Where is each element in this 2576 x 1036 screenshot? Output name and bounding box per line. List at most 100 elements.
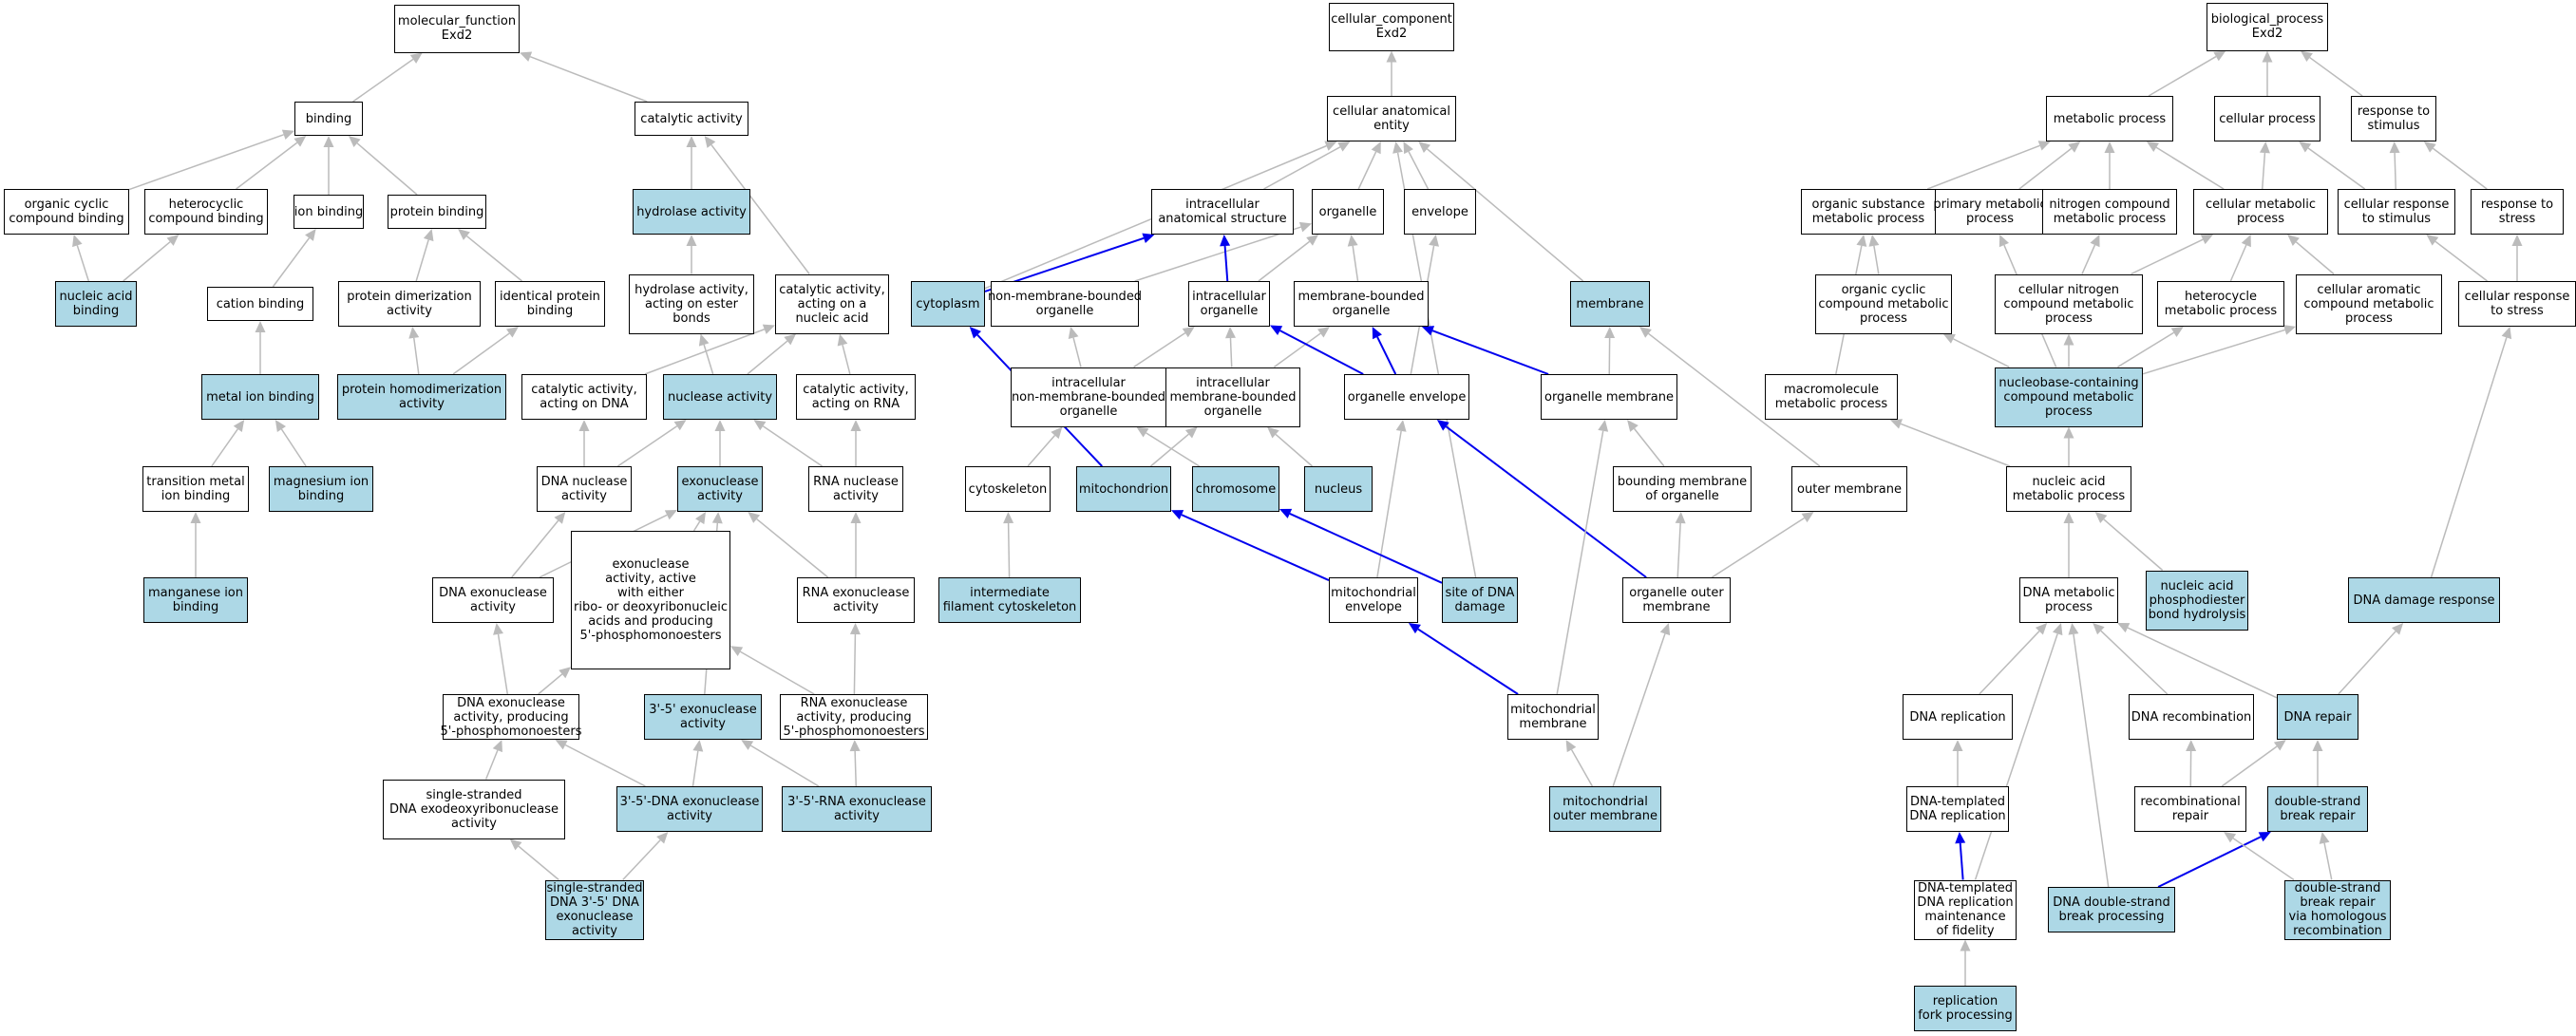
edge-mitomem-to-omem: [1556, 420, 1609, 695]
edge-arrowhead: [2186, 740, 2197, 752]
edge-line: [2127, 627, 2278, 699]
edge-arrowhead: [505, 327, 519, 338]
edge-tmb-to-metalb: [211, 420, 245, 467]
go-term-metproc: metabolic process: [2046, 96, 2173, 141]
edge-line: [2323, 842, 2333, 880]
edge-arrowhead: [1952, 740, 1963, 751]
edge-binding-to-mf: [352, 52, 423, 103]
edge-nbcmp-to-cacmp: [2142, 325, 2296, 375]
edge-rnaexo5p-to-rnaexo: [849, 623, 861, 695]
edge-arrowhead: [2312, 740, 2323, 751]
edge-arrowhead: [2170, 327, 2184, 337]
go-term-mito: mitochondrion: [1076, 466, 1171, 512]
edge-arrowhead: [1942, 333, 1956, 344]
edge-arrowhead: [294, 136, 307, 147]
edge-line: [1376, 430, 1402, 578]
edge-arrowhead: [166, 235, 180, 246]
go-term-namp: nucleic acid metabolic process: [2006, 466, 2131, 512]
edge-arrowhead: [520, 51, 533, 62]
edge-line: [1676, 522, 1681, 578]
edge-line: [1979, 631, 2040, 695]
edge-arrowhead: [849, 623, 861, 635]
edge-arrowhead: [1051, 426, 1063, 440]
edge-arrowhead: [72, 235, 83, 248]
go-term-dnarepair: DNA repair: [2277, 694, 2358, 740]
go-term-exonuc: exonuclease activity: [677, 466, 763, 512]
go-term-ipb: identical protein binding: [495, 281, 605, 327]
edge-line: [497, 633, 509, 695]
edge-arrowhead: [2224, 832, 2237, 843]
edge-line: [1275, 433, 1314, 467]
edge-recrep-to-dnarepair: [2221, 740, 2286, 787]
edge-arrowhead: [2063, 333, 2074, 346]
edge-line: [1426, 148, 1584, 282]
edge-arrowhead: [509, 838, 522, 851]
edge-line: [76, 245, 90, 282]
edge-arrowhead: [1279, 508, 1293, 518]
edge-arrowhead: [1395, 420, 1407, 432]
go-term-cationb: cation binding: [207, 287, 313, 321]
edge-crtstress-to-rtstress: [2511, 235, 2523, 281]
edge-oenv-to-mbo: [1372, 327, 1397, 375]
edge-arrowhead: [2389, 141, 2400, 154]
edge-line: [1229, 337, 1233, 367]
edge-arrowhead: [741, 740, 754, 750]
edge-envelope-to-cae: [1403, 141, 1430, 190]
edge-line: [1556, 430, 1604, 695]
edge-line: [1570, 749, 1594, 787]
go-term-oenv: organelle envelope: [1344, 374, 1469, 420]
edge-mgb-to-metalb: [275, 420, 307, 467]
edge-line: [1357, 151, 1377, 190]
edge-arrowhead: [1068, 327, 1079, 339]
edge-arrowhead: [673, 420, 687, 431]
edge-arrowhead: [305, 229, 316, 241]
edge-line: [2100, 630, 2169, 695]
edge-arrowhead: [1316, 327, 1330, 338]
go-term-dtdrmf: DNA-templated DNA replication maintenanc…: [1914, 879, 2017, 940]
edge-dnarepair-to-dnamp: [2117, 623, 2278, 699]
edge-arrowhead: [554, 512, 566, 524]
edge-rnanuc-to-catrna: [850, 420, 862, 466]
edge-mitoenv-to-mito: [1171, 510, 1330, 582]
go-term-bp: biological_process Exd2: [2207, 2, 2328, 51]
edge-ias-to-cae: [1263, 141, 1351, 190]
edge-namp-to-mmp: [1889, 419, 2011, 467]
edge-arrowhead: [2287, 235, 2300, 246]
edge-arrowhead: [423, 229, 434, 242]
go-term-rtstress: response to stress: [2471, 189, 2564, 235]
edge-line: [756, 518, 829, 578]
edge-arrowhead: [1598, 420, 1609, 432]
edge-line: [2155, 146, 2225, 190]
edge-arrowhead: [753, 420, 767, 431]
edge-arrowhead: [2426, 235, 2439, 246]
edge-arrowhead: [2241, 235, 2251, 248]
edge-line: [123, 241, 171, 282]
go-term-cacmp: cellular aromatic compound metabolic pro…: [2296, 273, 2442, 334]
edge-crts-to-cellproc: [2299, 141, 2366, 190]
edge-line: [2430, 337, 2508, 578]
edge-line: [280, 428, 307, 467]
edge-line: [703, 344, 714, 375]
go-term-catdna: catalytic activity, acting on DNA: [521, 374, 647, 420]
go-term-outerm: outer membrane: [1791, 466, 1907, 512]
edge-line: [1711, 517, 1805, 578]
edge-line: [842, 344, 851, 375]
go-term-hydroester: hydrolase activity, acting on ester bond…: [629, 273, 754, 334]
edge-line: [452, 332, 510, 375]
edge-hydroester-to-hydrolase: [686, 235, 697, 274]
edge-arrowhead: [1270, 325, 1283, 335]
edge-line: [1263, 146, 1341, 190]
go-term-mnb: manganese ion binding: [143, 577, 248, 623]
edge-catdna-to-catna: [644, 324, 775, 375]
go-term-ias: intracellular anatomical structure: [1151, 189, 1294, 235]
edge-arrowhead: [2423, 141, 2436, 153]
edge-line: [710, 144, 810, 274]
edge-arrowhead: [2511, 235, 2523, 246]
edge-line: [2394, 152, 2397, 190]
edge-arrowhead: [275, 420, 287, 433]
edge-ipb-to-protb: [458, 229, 523, 282]
edge-mitoenv-to-oenv: [1376, 420, 1407, 578]
edge-line: [691, 750, 699, 787]
edge-imbo-to-mbo: [1273, 327, 1330, 368]
edge-line: [1146, 432, 1201, 467]
